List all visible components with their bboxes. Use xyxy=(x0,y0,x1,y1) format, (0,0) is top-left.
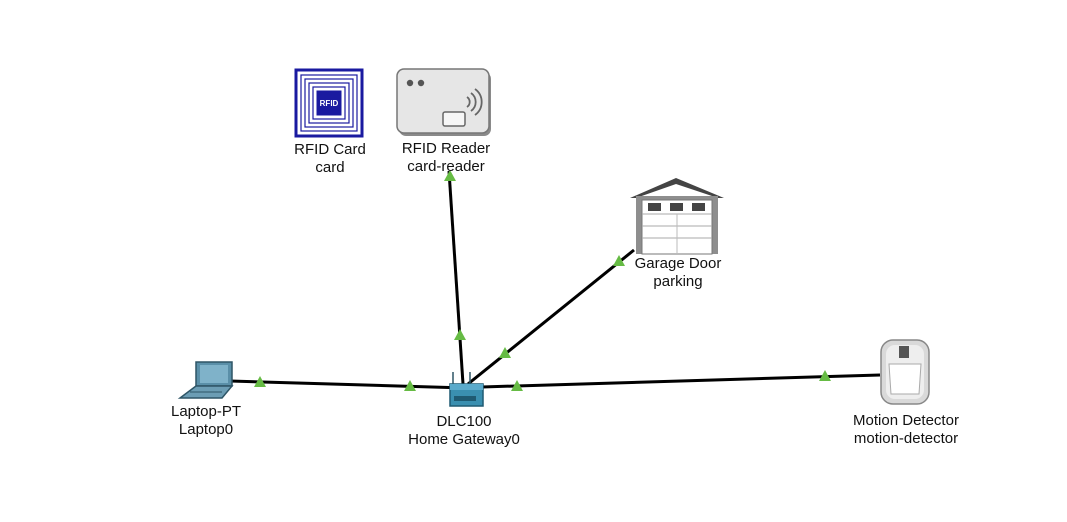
links-layer xyxy=(229,170,881,390)
motion-detector-name: motion-detector xyxy=(853,430,959,447)
motion-detector-model: Motion Detector xyxy=(853,412,959,429)
gateway-model: DLC100 xyxy=(436,413,492,430)
link-markers-layer xyxy=(254,170,831,391)
rfid-reader-name: card-reader xyxy=(407,158,485,175)
gateway-name: Home Gateway0 xyxy=(408,431,520,448)
rfid-reader-label: RFID Reader card-reader xyxy=(402,140,490,176)
garage-door-name: parking xyxy=(653,273,703,290)
rfid-card-icon[interactable]: RFID xyxy=(294,68,364,138)
laptop-label: Laptop-PT Laptop0 xyxy=(171,403,241,439)
link-up-marker xyxy=(254,376,266,387)
garage-door-icon[interactable] xyxy=(630,178,724,255)
home-gateway-icon[interactable] xyxy=(449,372,484,407)
laptop-model: Laptop-PT xyxy=(170,403,242,420)
link-up-marker xyxy=(499,347,511,358)
link-up-marker xyxy=(404,380,416,391)
rfid-card-badge: RFID xyxy=(320,99,339,108)
motion-detector-icon[interactable] xyxy=(880,339,930,405)
link-up-marker xyxy=(613,255,625,266)
link-motion-detector-gateway[interactable] xyxy=(481,373,881,389)
laptop-name: Laptop0 xyxy=(178,421,234,438)
link-rfid-reader-gateway[interactable] xyxy=(447,170,465,385)
link-garage-door-gateway[interactable] xyxy=(467,248,635,386)
link-up-marker xyxy=(444,170,456,181)
rfid-reader-icon[interactable] xyxy=(396,68,491,136)
rfid-card-model: RFID Card xyxy=(294,141,366,158)
rfid-reader-model: RFID Reader xyxy=(401,140,491,157)
motion-detector-label: Motion Detector motion-detector xyxy=(853,412,959,448)
link-up-marker xyxy=(819,370,831,381)
garage-door-model: Garage Door xyxy=(634,255,722,272)
laptop-icon[interactable] xyxy=(177,361,234,399)
link-laptop-gateway[interactable] xyxy=(229,379,467,390)
rfid-card-name: card xyxy=(315,159,345,176)
gateway-label: DLC100 Home Gateway0 xyxy=(408,413,520,449)
link-up-marker xyxy=(454,329,466,340)
garage-door-label: Garage Door parking xyxy=(635,255,722,291)
link-up-marker xyxy=(511,380,523,391)
rfid-card-label: RFID Card card xyxy=(294,141,366,177)
